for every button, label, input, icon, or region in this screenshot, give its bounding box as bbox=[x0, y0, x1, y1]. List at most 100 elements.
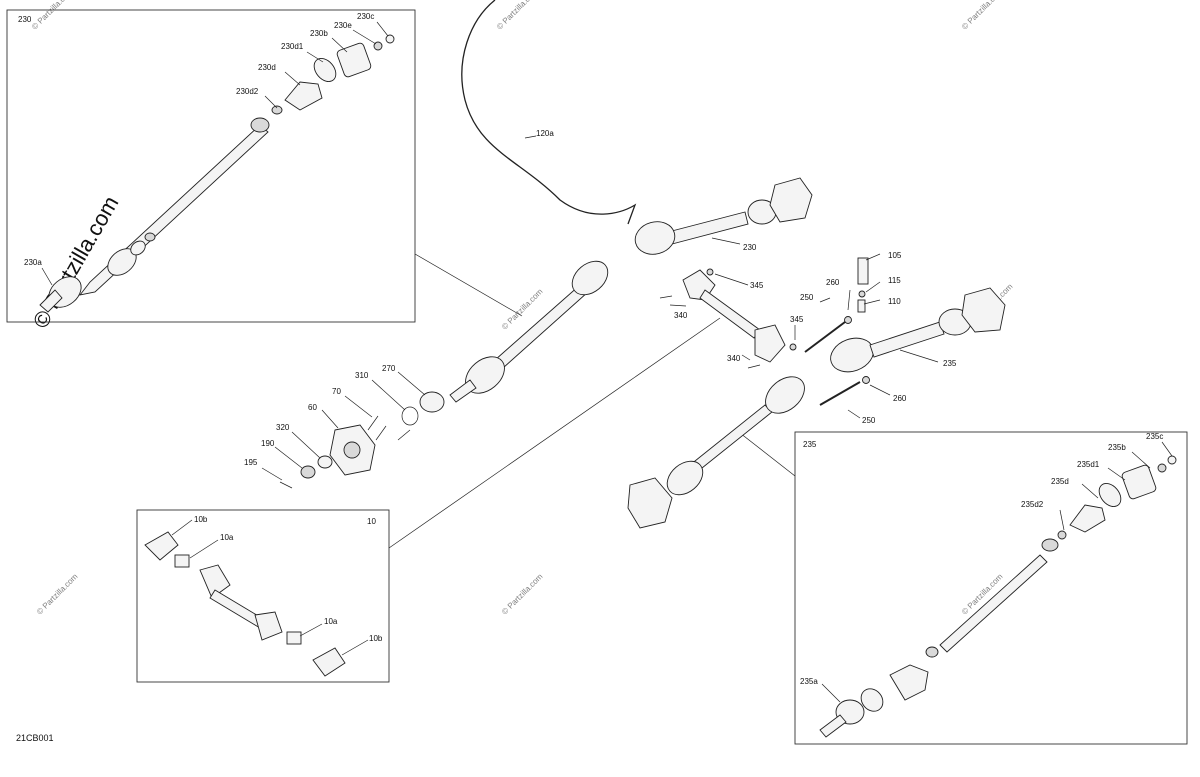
cv-joint-housing bbox=[336, 42, 372, 78]
callout-235d2: 235d2 bbox=[1021, 500, 1044, 509]
circlip bbox=[1157, 463, 1167, 473]
ring bbox=[925, 646, 939, 658]
boot-clamp bbox=[313, 58, 337, 82]
watermarks: © Partzilla.com © Partzilla.com © Partzi… bbox=[28, 0, 1015, 616]
callout-230d2: 230d2 bbox=[236, 87, 259, 96]
u-joint-cross bbox=[286, 631, 302, 645]
callout-10a: 10a bbox=[324, 617, 338, 626]
leader-lines bbox=[41, 21, 1173, 703]
callout-235: 235 bbox=[943, 359, 957, 368]
clamp bbox=[860, 688, 884, 712]
callout-340: 340 bbox=[727, 354, 741, 363]
callout-235a: 235a bbox=[800, 677, 818, 686]
shaft-yoke bbox=[199, 564, 231, 599]
callout-105: 105 bbox=[888, 251, 902, 260]
axle-shaft bbox=[667, 211, 749, 245]
connector-line bbox=[388, 317, 721, 549]
callout-270: 270 bbox=[382, 364, 396, 373]
axle-inner-joint bbox=[634, 221, 676, 255]
bolt-long bbox=[819, 381, 861, 406]
bolt bbox=[747, 364, 761, 369]
stub bbox=[449, 379, 477, 403]
spider bbox=[1041, 538, 1059, 552]
callout-230: 230 bbox=[743, 243, 757, 252]
callout-115: 115 bbox=[888, 276, 901, 285]
callout-60: 60 bbox=[308, 403, 317, 412]
boot-clamp bbox=[1098, 483, 1122, 507]
box-230-label: 230 bbox=[18, 15, 32, 24]
clamp-small bbox=[271, 105, 283, 115]
nut bbox=[858, 290, 866, 298]
ring bbox=[144, 232, 156, 242]
callout-230d1: 230d1 bbox=[281, 42, 304, 51]
nut bbox=[706, 268, 714, 276]
callout-195: 195 bbox=[244, 458, 258, 467]
callout-230b: 230b bbox=[310, 29, 328, 38]
watermark: © Partzilla.com bbox=[30, 0, 75, 31]
box-235-label: 235 bbox=[803, 440, 817, 449]
callout-230c: 230c bbox=[357, 12, 374, 21]
shaft bbox=[939, 554, 1048, 653]
nut bbox=[862, 376, 870, 384]
callout-320: 320 bbox=[276, 423, 290, 432]
watermark: © Partzilla.com bbox=[495, 0, 540, 31]
connector-line bbox=[414, 253, 523, 317]
lower-axle-boot-outer bbox=[666, 460, 704, 496]
main-parts bbox=[279, 0, 1006, 529]
stud bbox=[375, 425, 387, 441]
stub-shaft bbox=[819, 714, 847, 738]
inset-235-parts bbox=[819, 455, 1177, 738]
hub-center bbox=[343, 441, 361, 459]
hub-nut bbox=[300, 465, 316, 479]
bolt-long bbox=[804, 321, 846, 353]
clamp-small bbox=[1057, 530, 1067, 540]
bolt bbox=[659, 295, 673, 299]
shaft-yoke-end bbox=[254, 611, 283, 641]
callout-310: 310 bbox=[355, 371, 369, 380]
lower-axle-boot-inner bbox=[765, 376, 805, 414]
inset-box-235 bbox=[794, 431, 1188, 745]
yoke bbox=[144, 531, 179, 561]
sleeve bbox=[857, 299, 866, 313]
callout-190: 190 bbox=[261, 439, 275, 448]
callout-230a: 230a bbox=[24, 258, 42, 267]
callout-250: 250 bbox=[800, 293, 814, 302]
box-10-label: 10 bbox=[367, 517, 376, 526]
watermark: © Partzilla.com bbox=[35, 572, 80, 617]
cv-joint-housing bbox=[1121, 464, 1157, 500]
callout-235b: 235b bbox=[1108, 443, 1126, 452]
connector-line bbox=[739, 432, 796, 477]
inset-10-parts bbox=[144, 531, 346, 677]
u-joint-cross bbox=[174, 554, 190, 568]
callout-230e: 230e bbox=[334, 21, 352, 30]
retaining-ring bbox=[401, 406, 419, 426]
watermark: © Partzilla.com bbox=[500, 572, 545, 617]
rear-knuckle bbox=[961, 287, 1006, 333]
callout-345: 345 bbox=[790, 315, 804, 324]
inset-box-230 bbox=[6, 9, 416, 323]
bearing bbox=[419, 391, 445, 413]
front-axle-boot-outer bbox=[571, 260, 609, 296]
lower-axle-shaft bbox=[689, 404, 773, 473]
inset-box-10 bbox=[136, 509, 390, 683]
prop-shaft bbox=[699, 289, 761, 339]
callout-260: 260 bbox=[826, 278, 840, 287]
yoke-rear bbox=[754, 324, 786, 363]
rear-axle-shaft bbox=[869, 321, 945, 358]
callout-120a: 120a bbox=[536, 129, 554, 138]
bushing bbox=[857, 257, 869, 285]
stub-shaft bbox=[39, 289, 63, 313]
inner-boot bbox=[889, 664, 929, 701]
callout-10a: 10a bbox=[220, 533, 234, 542]
lower-knuckle bbox=[627, 477, 673, 529]
callout-235d1: 235d1 bbox=[1077, 460, 1100, 469]
outer-boot bbox=[1069, 504, 1106, 533]
spider bbox=[250, 117, 270, 133]
callout-70: 70 bbox=[332, 387, 341, 396]
callout-230d: 230d bbox=[258, 63, 276, 72]
callout-10b: 10b bbox=[194, 515, 208, 524]
callout-345: 345 bbox=[750, 281, 764, 290]
callout-340: 340 bbox=[674, 311, 688, 320]
inset-230-parts bbox=[39, 34, 395, 313]
